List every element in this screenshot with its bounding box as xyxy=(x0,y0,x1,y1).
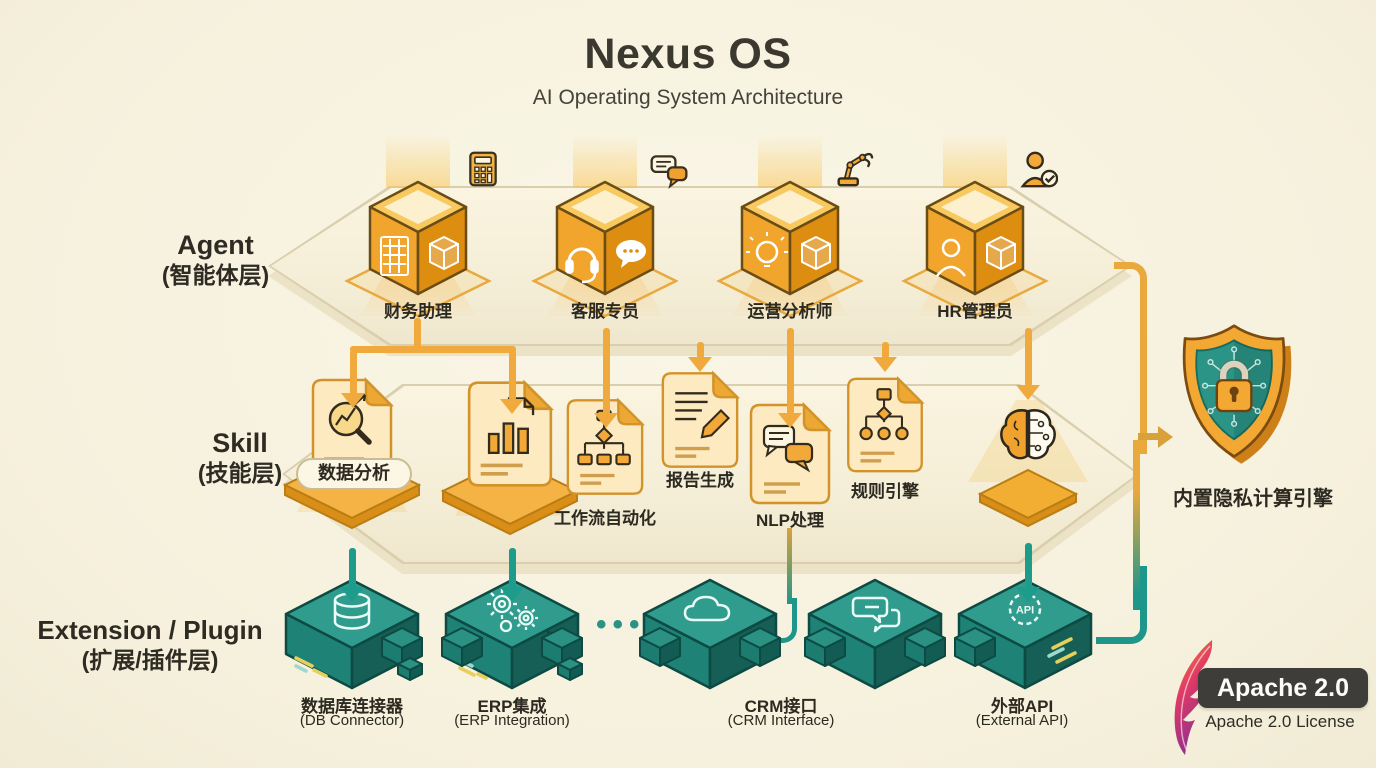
flow-arrow xyxy=(500,548,524,602)
agent-cube-hr xyxy=(925,180,1025,296)
skill-card-bar-chart xyxy=(467,379,554,487)
report-pencil-icon xyxy=(675,392,731,439)
connector-shield-arrowhead xyxy=(1158,426,1173,448)
connector-shield-arrow-stub xyxy=(1138,433,1160,440)
light-beam xyxy=(573,134,637,188)
connector-agent-to-privacy xyxy=(1114,262,1147,454)
server-messaging xyxy=(804,578,946,690)
shield-lock-icon xyxy=(1182,324,1292,464)
layer-skill-zh: (技能层) xyxy=(197,460,283,487)
agent-label: 客服专员 xyxy=(571,302,639,321)
apache-feather-icon xyxy=(1174,640,1213,755)
skill-label: NLP处理 xyxy=(756,511,824,530)
bracket-stub xyxy=(414,318,421,350)
agent-cube-finance xyxy=(368,180,468,296)
layer-extension-zh: (扩展/插件层) xyxy=(81,646,219,673)
extension-label-en: (CRM Interface) xyxy=(727,712,835,729)
bracket-bar xyxy=(350,346,516,353)
brain-icon xyxy=(1000,409,1056,460)
flow-arrow xyxy=(341,350,365,408)
rule-tree-icon xyxy=(859,388,909,441)
skill-card-report xyxy=(661,370,740,468)
flow-arrow xyxy=(500,350,524,414)
layer-label-agent: Agent (智能体层) xyxy=(118,230,313,290)
plug-icon xyxy=(441,627,583,681)
headset-icon xyxy=(565,247,599,284)
bar-chart-doc-icon xyxy=(487,397,535,455)
cloud-icon xyxy=(683,595,731,622)
light-beam xyxy=(943,134,1007,188)
nlp-crm-connector xyxy=(787,528,792,604)
extension-label-en: (DB Connector) xyxy=(299,712,405,729)
package-icon xyxy=(986,236,1016,270)
skill-card-rule-engine xyxy=(847,376,925,473)
brain-pedestal xyxy=(977,468,1079,528)
skill-label-pill: 数据分析 xyxy=(296,458,412,490)
layer-agent-zh: (智能体层) xyxy=(161,262,270,289)
connector-gradient-segment xyxy=(1133,440,1140,610)
speech-bubble-icon xyxy=(616,240,646,268)
agent-cube-customer-service xyxy=(555,180,655,296)
flow-arrow xyxy=(340,548,364,602)
server-db-connector xyxy=(284,578,423,690)
plug-icon xyxy=(639,627,781,667)
agent-label: HR管理员 xyxy=(937,302,1013,321)
privacy-engine-label: 内置隐私计算引擎 xyxy=(1173,488,1333,510)
spreadsheet-icon xyxy=(380,236,409,276)
nlp-chat-icon xyxy=(762,424,814,473)
plug-icon xyxy=(954,627,996,667)
lightbulb-icon xyxy=(746,232,788,267)
agent-label: 运营分析师 xyxy=(747,302,833,321)
light-beam xyxy=(386,134,450,188)
more-extensions-indicator: ••• xyxy=(596,608,646,641)
messages-icon xyxy=(851,596,901,633)
apache-badge: Apache 2.0 xyxy=(1198,668,1368,708)
skill-label: 工作流自动化 xyxy=(554,509,656,528)
page-title: Nexus OS xyxy=(584,30,792,78)
agent-label: 财务助理 xyxy=(384,302,452,321)
extension-label-zh: 外部API xyxy=(990,697,1054,716)
svg-text:API: API xyxy=(1016,605,1034,617)
nlp-crm-connector-elbow xyxy=(768,598,797,643)
server-crm-interface xyxy=(639,578,781,690)
connector-to-external-api xyxy=(1096,566,1147,644)
extension-label-en: (ERP Integration) xyxy=(454,712,570,729)
layer-skill-en: Skill xyxy=(212,428,268,458)
plug-icon xyxy=(381,627,423,681)
skill-card-data-analysis xyxy=(311,376,394,480)
server-external-api: API xyxy=(954,578,1093,690)
apache-caption: Apache 2.0 License xyxy=(1205,712,1355,731)
layer-label-skill: Skill (技能层) xyxy=(150,428,330,488)
package-icon xyxy=(801,236,831,270)
layer-agent-en: Agent xyxy=(177,230,254,260)
agent-cube-operations xyxy=(740,180,840,296)
flow-arrow xyxy=(873,342,897,372)
person-icon xyxy=(936,238,966,277)
skill-label: 规则引擎 xyxy=(851,482,919,501)
layer-extension-en: Extension / Plugin xyxy=(37,615,263,645)
chat-bubbles-icon xyxy=(650,155,688,189)
extension-label-zh: ERP集成 xyxy=(477,697,547,716)
server-erp-integration xyxy=(441,578,583,690)
flow-arrow xyxy=(1016,543,1040,602)
skill-label: 报告生成 xyxy=(666,471,734,490)
light-beam xyxy=(758,134,822,188)
page-subtitle: AI Operating System Architecture xyxy=(532,86,844,109)
person-check-icon xyxy=(1020,151,1058,188)
extension-label-zh: CRM接口 xyxy=(744,697,818,716)
calculator-icon xyxy=(469,151,497,187)
flow-arrow xyxy=(778,328,802,428)
package-icon xyxy=(429,236,459,270)
extension-label-en: (External API) xyxy=(975,712,1069,729)
flow-arrow xyxy=(1016,328,1040,400)
layer-label-extension: Extension / Plugin (扩展/插件层) xyxy=(35,615,265,675)
extension-label-zh: 数据库连接器 xyxy=(301,697,403,716)
flow-arrow xyxy=(688,342,712,372)
skill-card-nlp xyxy=(749,402,832,505)
flow-arrow xyxy=(594,328,618,428)
plug-icon xyxy=(804,627,946,667)
robot-arm-icon xyxy=(837,152,874,187)
